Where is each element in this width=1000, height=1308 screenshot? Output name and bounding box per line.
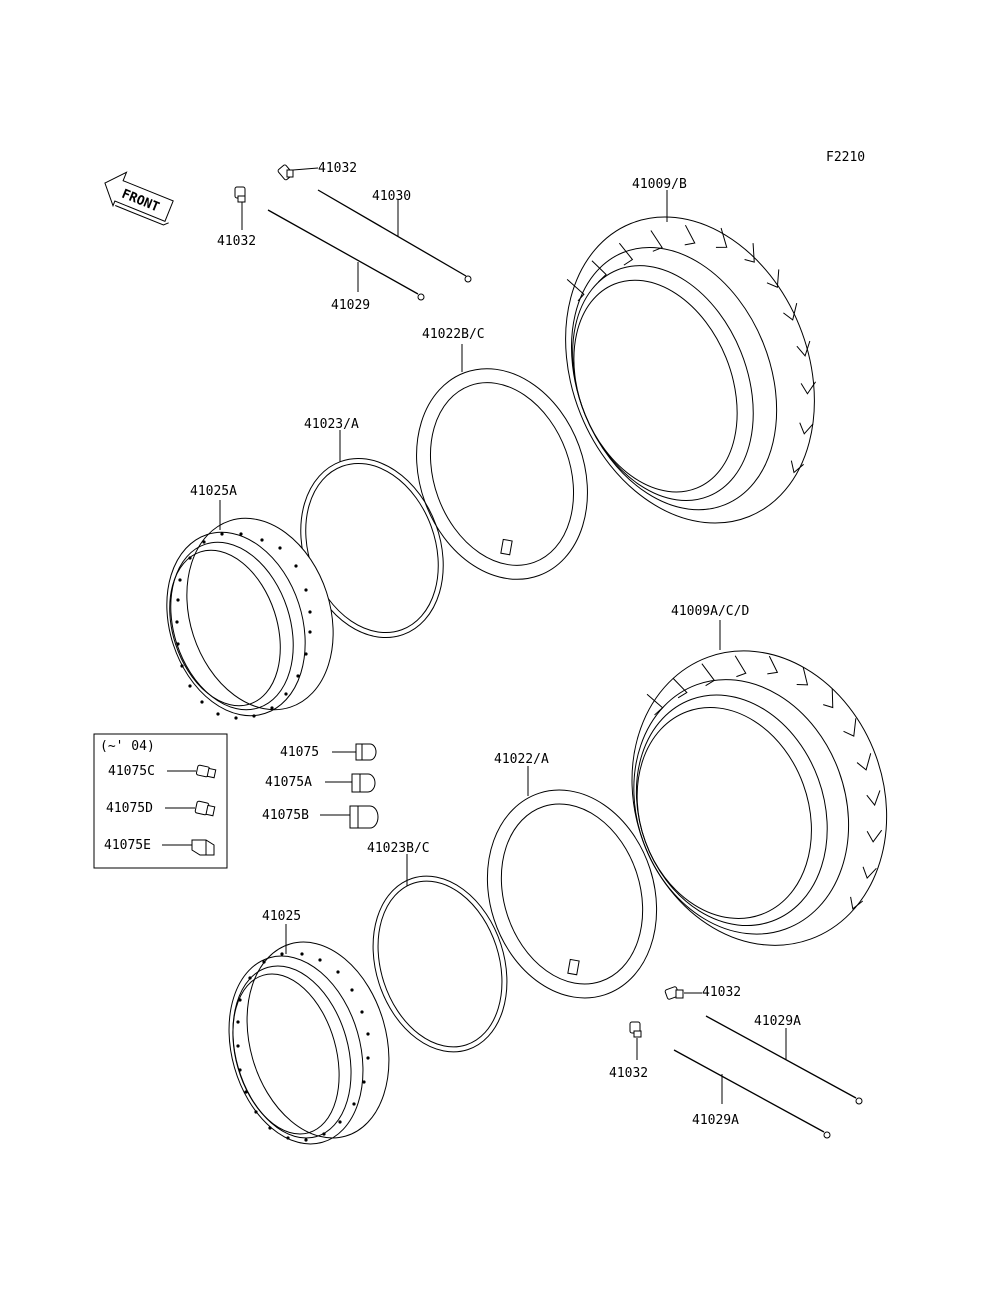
inset-item-41075d: 41075D <box>106 801 153 816</box>
tire-rear <box>565 216 816 524</box>
valve-cap-41075a <box>351 773 376 793</box>
rim-band-front <box>372 875 508 1053</box>
valve-cap-41075b <box>349 805 379 829</box>
valve-41075c <box>195 764 217 779</box>
inset-item-41075e: 41075E <box>104 838 151 853</box>
callout-41075a: 41075A <box>265 775 312 790</box>
callout-41075: 41075 <box>280 745 319 760</box>
rim-front <box>228 941 390 1145</box>
callout-41029a-a: 41029A <box>754 1014 801 1029</box>
spoke-upper <box>317 189 472 283</box>
callout-41029: 41029 <box>331 298 370 313</box>
inset-title: (~' 04) <box>100 739 155 754</box>
inset-item-41075c: 41075C <box>108 764 155 779</box>
callout-41030: 41030 <box>372 189 411 204</box>
callout-41023b-c: 41023B/C <box>367 841 430 856</box>
inset-box: (~' 04) 41075C 41075D 41075E <box>93 733 228 869</box>
spoke-nipple-top-right <box>277 164 294 181</box>
valve-cap-41075 <box>355 743 377 761</box>
callout-41032-b: 41032 <box>217 234 256 249</box>
spoke-bottom-upper <box>705 1015 863 1105</box>
front-arrow-icon: FRONT <box>104 171 174 226</box>
callout-41009-b: 41009/B <box>632 177 687 192</box>
callout-41009a-c-d: 41009A/C/D <box>671 604 749 619</box>
valve-41075d <box>194 800 216 817</box>
callout-41075b: 41075B <box>262 808 309 823</box>
figure-code: F2210 <box>826 150 865 165</box>
rim-rear <box>166 517 334 720</box>
callout-41022-a: 41022/A <box>494 752 549 767</box>
tire-front <box>631 650 888 946</box>
callout-41023-a: 41023/A <box>304 417 359 432</box>
callout-41032-c: 41032 <box>702 985 741 1000</box>
valve-41075e <box>191 839 215 856</box>
spoke-bottom-lower <box>673 1049 831 1139</box>
callout-41029a-b: 41029A <box>692 1113 739 1128</box>
callout-41032-a: 41032 <box>318 161 357 176</box>
callout-41022b-c: 41022B/C <box>422 327 485 342</box>
tube-rear <box>416 368 588 580</box>
spoke-lower <box>267 209 425 301</box>
callout-41025a: 41025A <box>190 484 237 499</box>
spoke-nipple-top-left <box>234 186 246 203</box>
spoke-nipple-bottom-right <box>664 986 684 1000</box>
callout-41025: 41025 <box>262 909 301 924</box>
tube-front <box>486 789 658 999</box>
spoke-nipple-bottom-left <box>629 1021 642 1038</box>
callout-41032-d: 41032 <box>609 1066 648 1081</box>
